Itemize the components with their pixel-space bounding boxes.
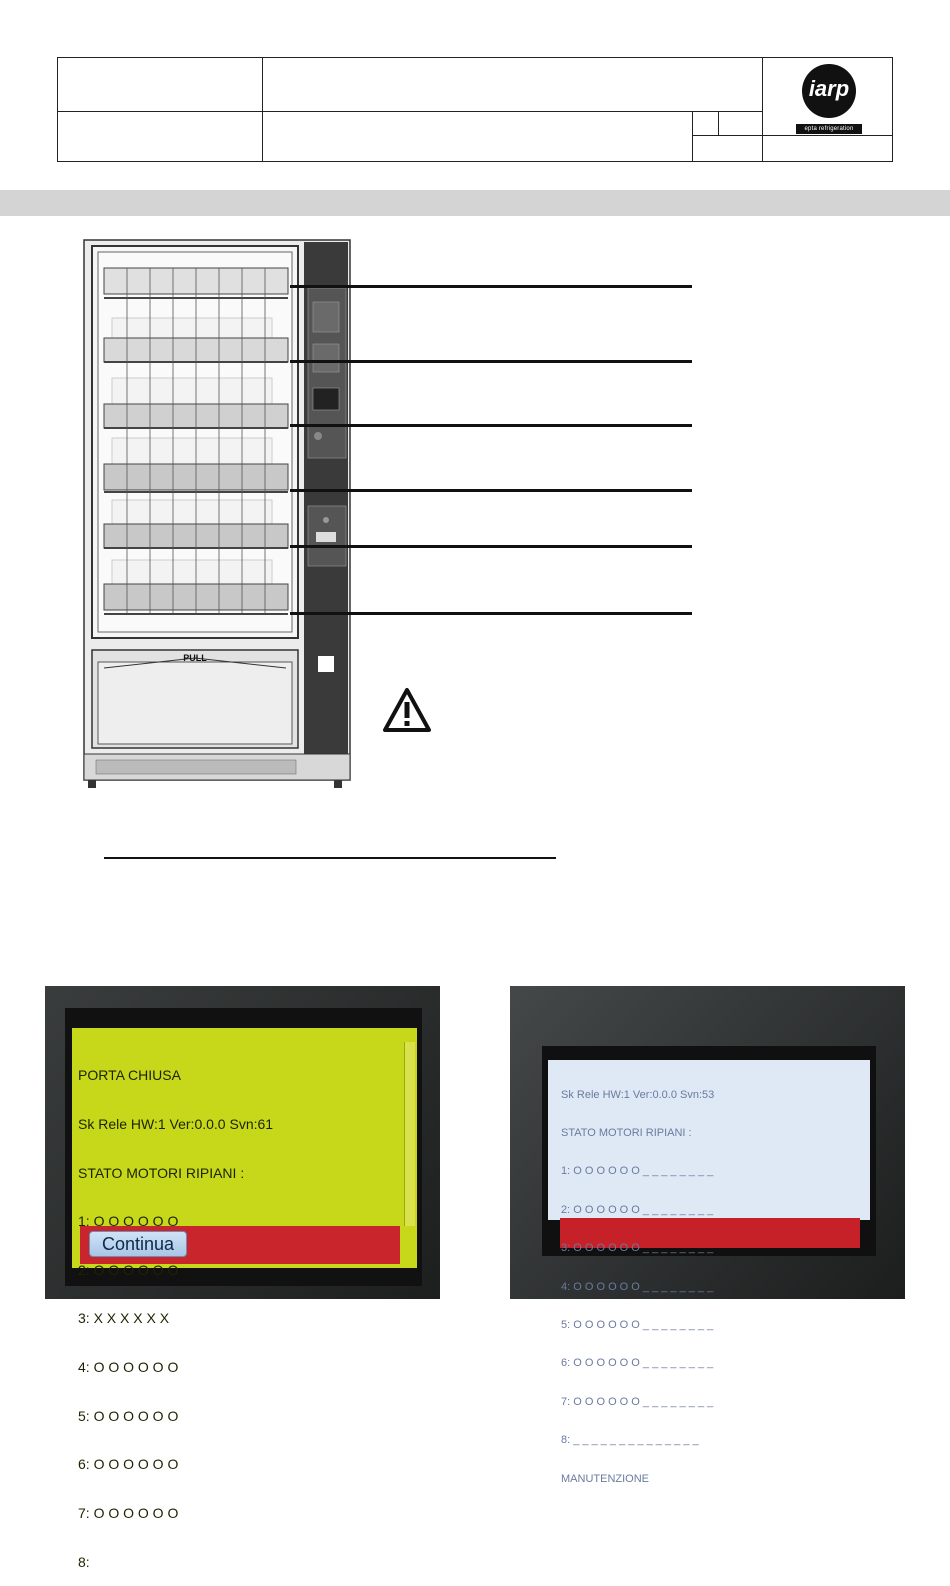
screen-line: STATO MOTORI RIPIANI : <box>561 1126 692 1139</box>
screen-line: 8: _ _ _ _ _ _ _ _ _ _ _ _ _ _ <box>561 1434 699 1447</box>
header-divider <box>262 58 263 161</box>
screen-display-right <box>548 1060 870 1220</box>
shelf-pointer-line <box>290 612 692 615</box>
screen-line: 5: O O O O O O <box>78 1407 179 1424</box>
shelf-pointer-line <box>290 545 692 548</box>
header-divider <box>692 135 893 136</box>
screen-line: 5: O O O O O O _ _ _ _ _ _ _ _ <box>561 1318 714 1331</box>
screen-line: 7: O O O O O O _ _ _ _ _ _ _ _ <box>561 1395 714 1408</box>
screen-text-right: Sk Rele HW:1 Ver:0.0.0 Svn:53 STATO MOTO… <box>561 1063 714 1498</box>
vending-machine-illustration: PULL <box>83 239 351 788</box>
screen-photo-right <box>510 986 905 1299</box>
header-divider <box>718 111 719 135</box>
logo-tagline: epta refrigeration <box>796 124 862 134</box>
scrollbar-left[interactable] <box>404 1042 415 1226</box>
shelf-pointer-line <box>290 424 692 427</box>
warning-icon <box>383 688 431 732</box>
screen-line: 4: O O O O O O <box>78 1359 179 1376</box>
screen-line: Sk Rele HW:1 Ver:0.0.0 Svn:61 <box>78 1116 274 1133</box>
screen-text-left: PORTA CHIUSA Sk Rele HW:1 Ver:0.0.0 Svn:… <box>78 1035 273 1586</box>
screen-line: 1: O O O O O O <box>78 1213 179 1230</box>
header-divider <box>58 111 762 112</box>
logo-mark: iarp <box>802 64 856 118</box>
iarp-logo: iarp epta refrigeration <box>796 64 862 134</box>
section-band <box>0 190 950 216</box>
screen-line: MANUTENZIONE <box>561 1472 649 1485</box>
screen-line: 1: O O O O O O _ _ _ _ _ _ _ _ <box>561 1165 714 1178</box>
screen-line: 6: O O O O O O _ _ _ _ _ _ _ _ <box>561 1357 714 1370</box>
screen-line: 2: O O O O O O <box>78 1261 179 1278</box>
screen-footer-bar-right <box>560 1218 860 1248</box>
shelf-pointer-line <box>290 285 692 288</box>
continua-button[interactable]: Continua <box>89 1231 187 1257</box>
screen-line: STATO MOTORI RIPIANI : <box>78 1164 245 1181</box>
screen-line: 4: O O O O O O _ _ _ _ _ _ _ _ <box>561 1280 714 1293</box>
screen-line: 8: <box>78 1553 90 1570</box>
header-divider <box>762 58 763 161</box>
document-header-table <box>57 57 893 162</box>
pull-label: PULL <box>183 653 207 663</box>
heading-underline <box>104 857 556 859</box>
screen-line: 7: O O O O O O <box>78 1504 179 1521</box>
header-divider <box>692 111 693 161</box>
shelf-pointer-line <box>290 489 692 492</box>
screen-line: 3: O O O O O O _ _ _ _ _ _ _ _ <box>561 1242 714 1255</box>
screen-line: 2: O O O O O O _ _ _ _ _ _ _ _ <box>561 1203 714 1216</box>
screen-line: PORTA CHIUSA <box>78 1067 181 1084</box>
shelf-pointer-line <box>290 360 692 363</box>
screen-line: Sk Rele HW:1 Ver:0.0.0 Svn:53 <box>561 1088 715 1101</box>
screen-line: 6: O O O O O O <box>78 1456 179 1473</box>
screen-line: 3: X X X X X X <box>78 1310 170 1327</box>
